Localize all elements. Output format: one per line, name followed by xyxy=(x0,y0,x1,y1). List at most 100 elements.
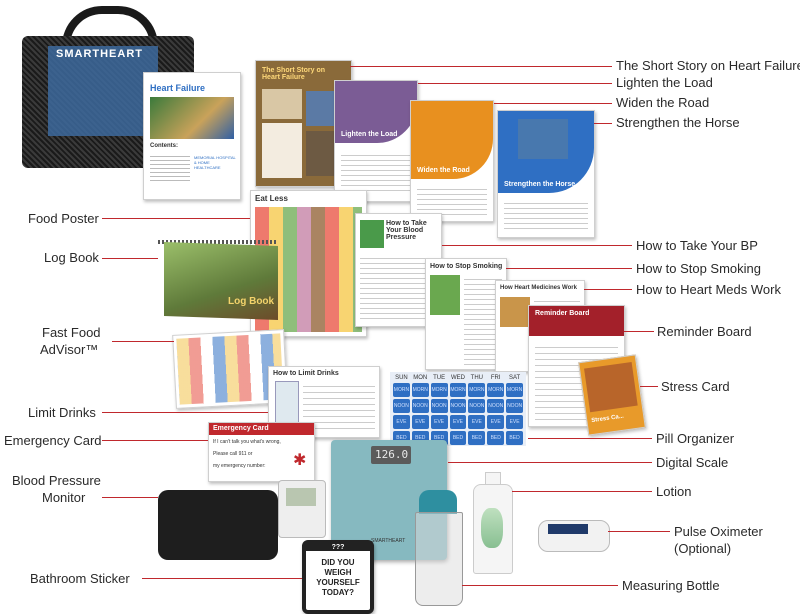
stress-title: Stress Ca... xyxy=(591,413,625,425)
leader-food-poster xyxy=(102,218,250,219)
label-bp-monitor-2: Monitor xyxy=(42,490,86,505)
pill-compartment: NOON xyxy=(468,399,486,413)
bp-monitor xyxy=(158,480,326,560)
leader-lotion xyxy=(512,491,652,492)
pill-compartment: MORN xyxy=(411,383,429,397)
pill-compartment: NOON xyxy=(430,399,448,413)
scale-reading: 126.0 xyxy=(375,448,409,461)
widen-road-booklet: Widen the Road xyxy=(410,100,494,222)
widen-title: Widen the Road xyxy=(417,167,470,174)
sticker-text: DID YOU WEIGH YOURSELF TODAY? xyxy=(316,558,360,597)
take-bp-title: How to Take Your Blood Pressure xyxy=(386,220,427,241)
label-pulse-oximeter: Pulse Oximeter xyxy=(674,524,763,539)
label-pulse-oximeter-optional: (Optional) xyxy=(674,541,732,556)
lotion-bottle xyxy=(473,472,513,574)
pill-day-label: THU xyxy=(470,375,484,381)
pill-day-label: SUN xyxy=(395,375,408,381)
pill-day-label: FRI xyxy=(490,375,501,381)
pill-compartment: MORN xyxy=(393,383,410,397)
stress-card: Stress Ca... xyxy=(578,354,646,436)
log-book: Log Book xyxy=(158,240,278,320)
pill-day-label: WED xyxy=(450,375,465,381)
label-strengthen: Strengthen the Horse xyxy=(616,115,740,130)
label-bathroom-sticker: Bathroom Sticker xyxy=(30,571,130,586)
log-book-title: Log Book xyxy=(228,296,275,307)
bathroom-sticker: ??? DID YOU WEIGH YOURSELF TODAY? xyxy=(302,540,374,614)
pill-compartment: MORN xyxy=(430,383,448,397)
label-reminder-board: Reminder Board xyxy=(657,324,752,339)
sticker-top: ??? xyxy=(306,544,370,551)
label-digital-scale: Digital Scale xyxy=(656,455,729,470)
label-stress-card: Stress Card xyxy=(661,379,730,394)
leader-emergency xyxy=(102,440,208,441)
leader-bp-monitor xyxy=(102,497,158,498)
food-poster-title: Eat Less xyxy=(255,194,288,203)
label-limit-drinks: Limit Drinks xyxy=(28,405,96,420)
pill-day-label: TUE xyxy=(433,375,446,381)
label-stop-smoking: How to Stop Smoking xyxy=(636,261,762,276)
label-pill-organizer: Pill Organizer xyxy=(656,431,735,446)
emergency-line-2: Please call 911 or xyxy=(213,451,253,457)
pill-compartment: EVE xyxy=(506,415,523,429)
label-lighten: Lighten the Load xyxy=(616,75,713,90)
label-heart-meds: How to Heart Meds Work xyxy=(636,282,781,297)
leader-lighten xyxy=(418,83,612,84)
pill-compartment: EVE xyxy=(468,415,486,429)
pill-compartment: NOON xyxy=(449,399,467,413)
limit-drinks-title: How to Limit Drinks xyxy=(273,370,339,377)
booklet-photo xyxy=(150,97,234,139)
leader-bottle xyxy=(462,585,618,586)
pill-compartment: EVE xyxy=(449,415,467,429)
leader-scale xyxy=(448,462,652,463)
leader-sticker xyxy=(142,578,302,579)
stop-smoking-title: How to Stop Smoking xyxy=(430,263,503,270)
pill-compartment: NOON xyxy=(411,399,429,413)
leader-strengthen xyxy=(594,123,612,124)
leader-pill xyxy=(528,438,652,439)
pill-compartment: BED xyxy=(468,431,486,445)
leader-limit-drinks xyxy=(102,412,268,413)
strengthen-horse-booklet: Strengthen the Horse xyxy=(497,110,595,238)
pill-compartment: NOON xyxy=(506,399,523,413)
pill-compartment: BED xyxy=(487,431,505,445)
label-lotion: Lotion xyxy=(656,484,692,499)
leader-log-book xyxy=(102,258,158,259)
heart-meds-title: How Heart Medicines Work xyxy=(500,285,577,291)
pill-compartment: MORN xyxy=(506,383,523,397)
leader-stop-smoking xyxy=(506,268,632,269)
pill-compartment: MORN xyxy=(468,383,486,397)
leader-take-bp xyxy=(442,245,632,246)
limit-drinks-card: How to Limit Drinks xyxy=(268,366,380,438)
pill-day-label: SAT xyxy=(508,375,521,381)
label-widen: Widen the Road xyxy=(616,95,710,110)
label-take-bp: How to Take Your BP xyxy=(636,238,758,253)
leader-stress xyxy=(640,386,658,387)
pill-day-label: MON xyxy=(413,375,428,381)
leader-reminder xyxy=(624,331,654,332)
pill-compartment: MORN xyxy=(449,383,467,397)
bag-brand: SMARTHEART xyxy=(56,48,143,60)
pill-compartment: EVE xyxy=(430,415,448,429)
medical-star-icon: ✱ xyxy=(293,452,307,469)
label-emergency-card: Emergency Card xyxy=(4,433,102,448)
measuring-bottle xyxy=(415,490,463,606)
label-short-story: The Short Story on Heart Failure xyxy=(616,58,800,73)
pill-compartment: NOON xyxy=(487,399,505,413)
emergency-title: Emergency Card xyxy=(213,425,269,432)
leader-widen xyxy=(494,103,612,104)
leader-short-story xyxy=(350,66,612,67)
label-food-poster: Food Poster xyxy=(28,211,99,226)
pulse-oximeter xyxy=(538,514,610,556)
scale-brand: SMARTHEART xyxy=(371,538,406,544)
emergency-line-1: If I can't talk you what's wrong, xyxy=(213,439,281,445)
leader-fast-food xyxy=(112,341,174,342)
pill-compartment: EVE xyxy=(487,415,505,429)
label-log-book: Log Book xyxy=(44,250,99,265)
pill-compartment: BED xyxy=(506,431,523,445)
leader-heart-meds xyxy=(584,289,632,290)
pill-compartment: BED xyxy=(449,431,467,445)
strengthen-title: Strengthen the Horse xyxy=(504,181,576,188)
booklet-title: Heart Failure xyxy=(150,83,206,93)
lighten-load-booklet: Lighten the Load xyxy=(334,80,418,202)
